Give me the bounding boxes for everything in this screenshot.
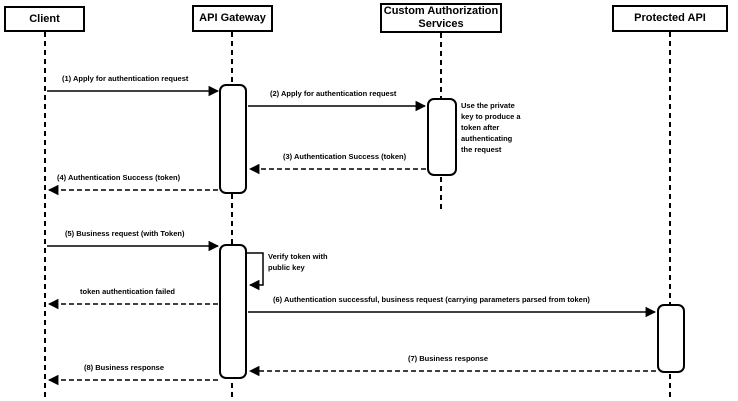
activation-bar-gateway-auth (219, 84, 247, 194)
message-label-verify-token: Verify token with public key (268, 252, 328, 272)
activation-bar-auth-services (427, 98, 457, 176)
activation-bar-protected-api (657, 304, 685, 373)
message-label-1: (1) Apply for authentication request (62, 74, 189, 83)
activation-bar-gateway-business (219, 244, 247, 379)
message-label-8: (8) Business response (84, 363, 165, 372)
message-arrow-self-verify-token (246, 252, 264, 291)
actor-api-gateway-label: API Gateway (199, 12, 266, 25)
actor-client-label: Client (29, 12, 60, 25)
actor-custom-authorization-services: Custom Authorization Services (380, 3, 502, 33)
message-label-3: (3) Authentication Success (token) (283, 152, 407, 161)
message-label-token-failed: token authentication failed (80, 287, 176, 296)
message-label-4: (4) Authentication Success (token) (57, 173, 181, 182)
message-label-7: (7) Business response (408, 354, 489, 363)
message-label-6: (6) Authentication successful, business … (273, 295, 590, 304)
actor-custom-authorization-services-label: Custom Authorization Services (383, 5, 499, 30)
actor-protected-api: Protected API (612, 5, 728, 32)
message-label-2: (2) Apply for authentication request (270, 89, 397, 98)
note-private-key: Use the private key to produce a token a… (461, 101, 521, 154)
message-label-5: (5) Business request (with Token) (65, 229, 185, 238)
actor-client: Client (4, 6, 85, 32)
actor-api-gateway: API Gateway (192, 5, 273, 32)
actor-protected-api-label: Protected API (634, 12, 706, 25)
